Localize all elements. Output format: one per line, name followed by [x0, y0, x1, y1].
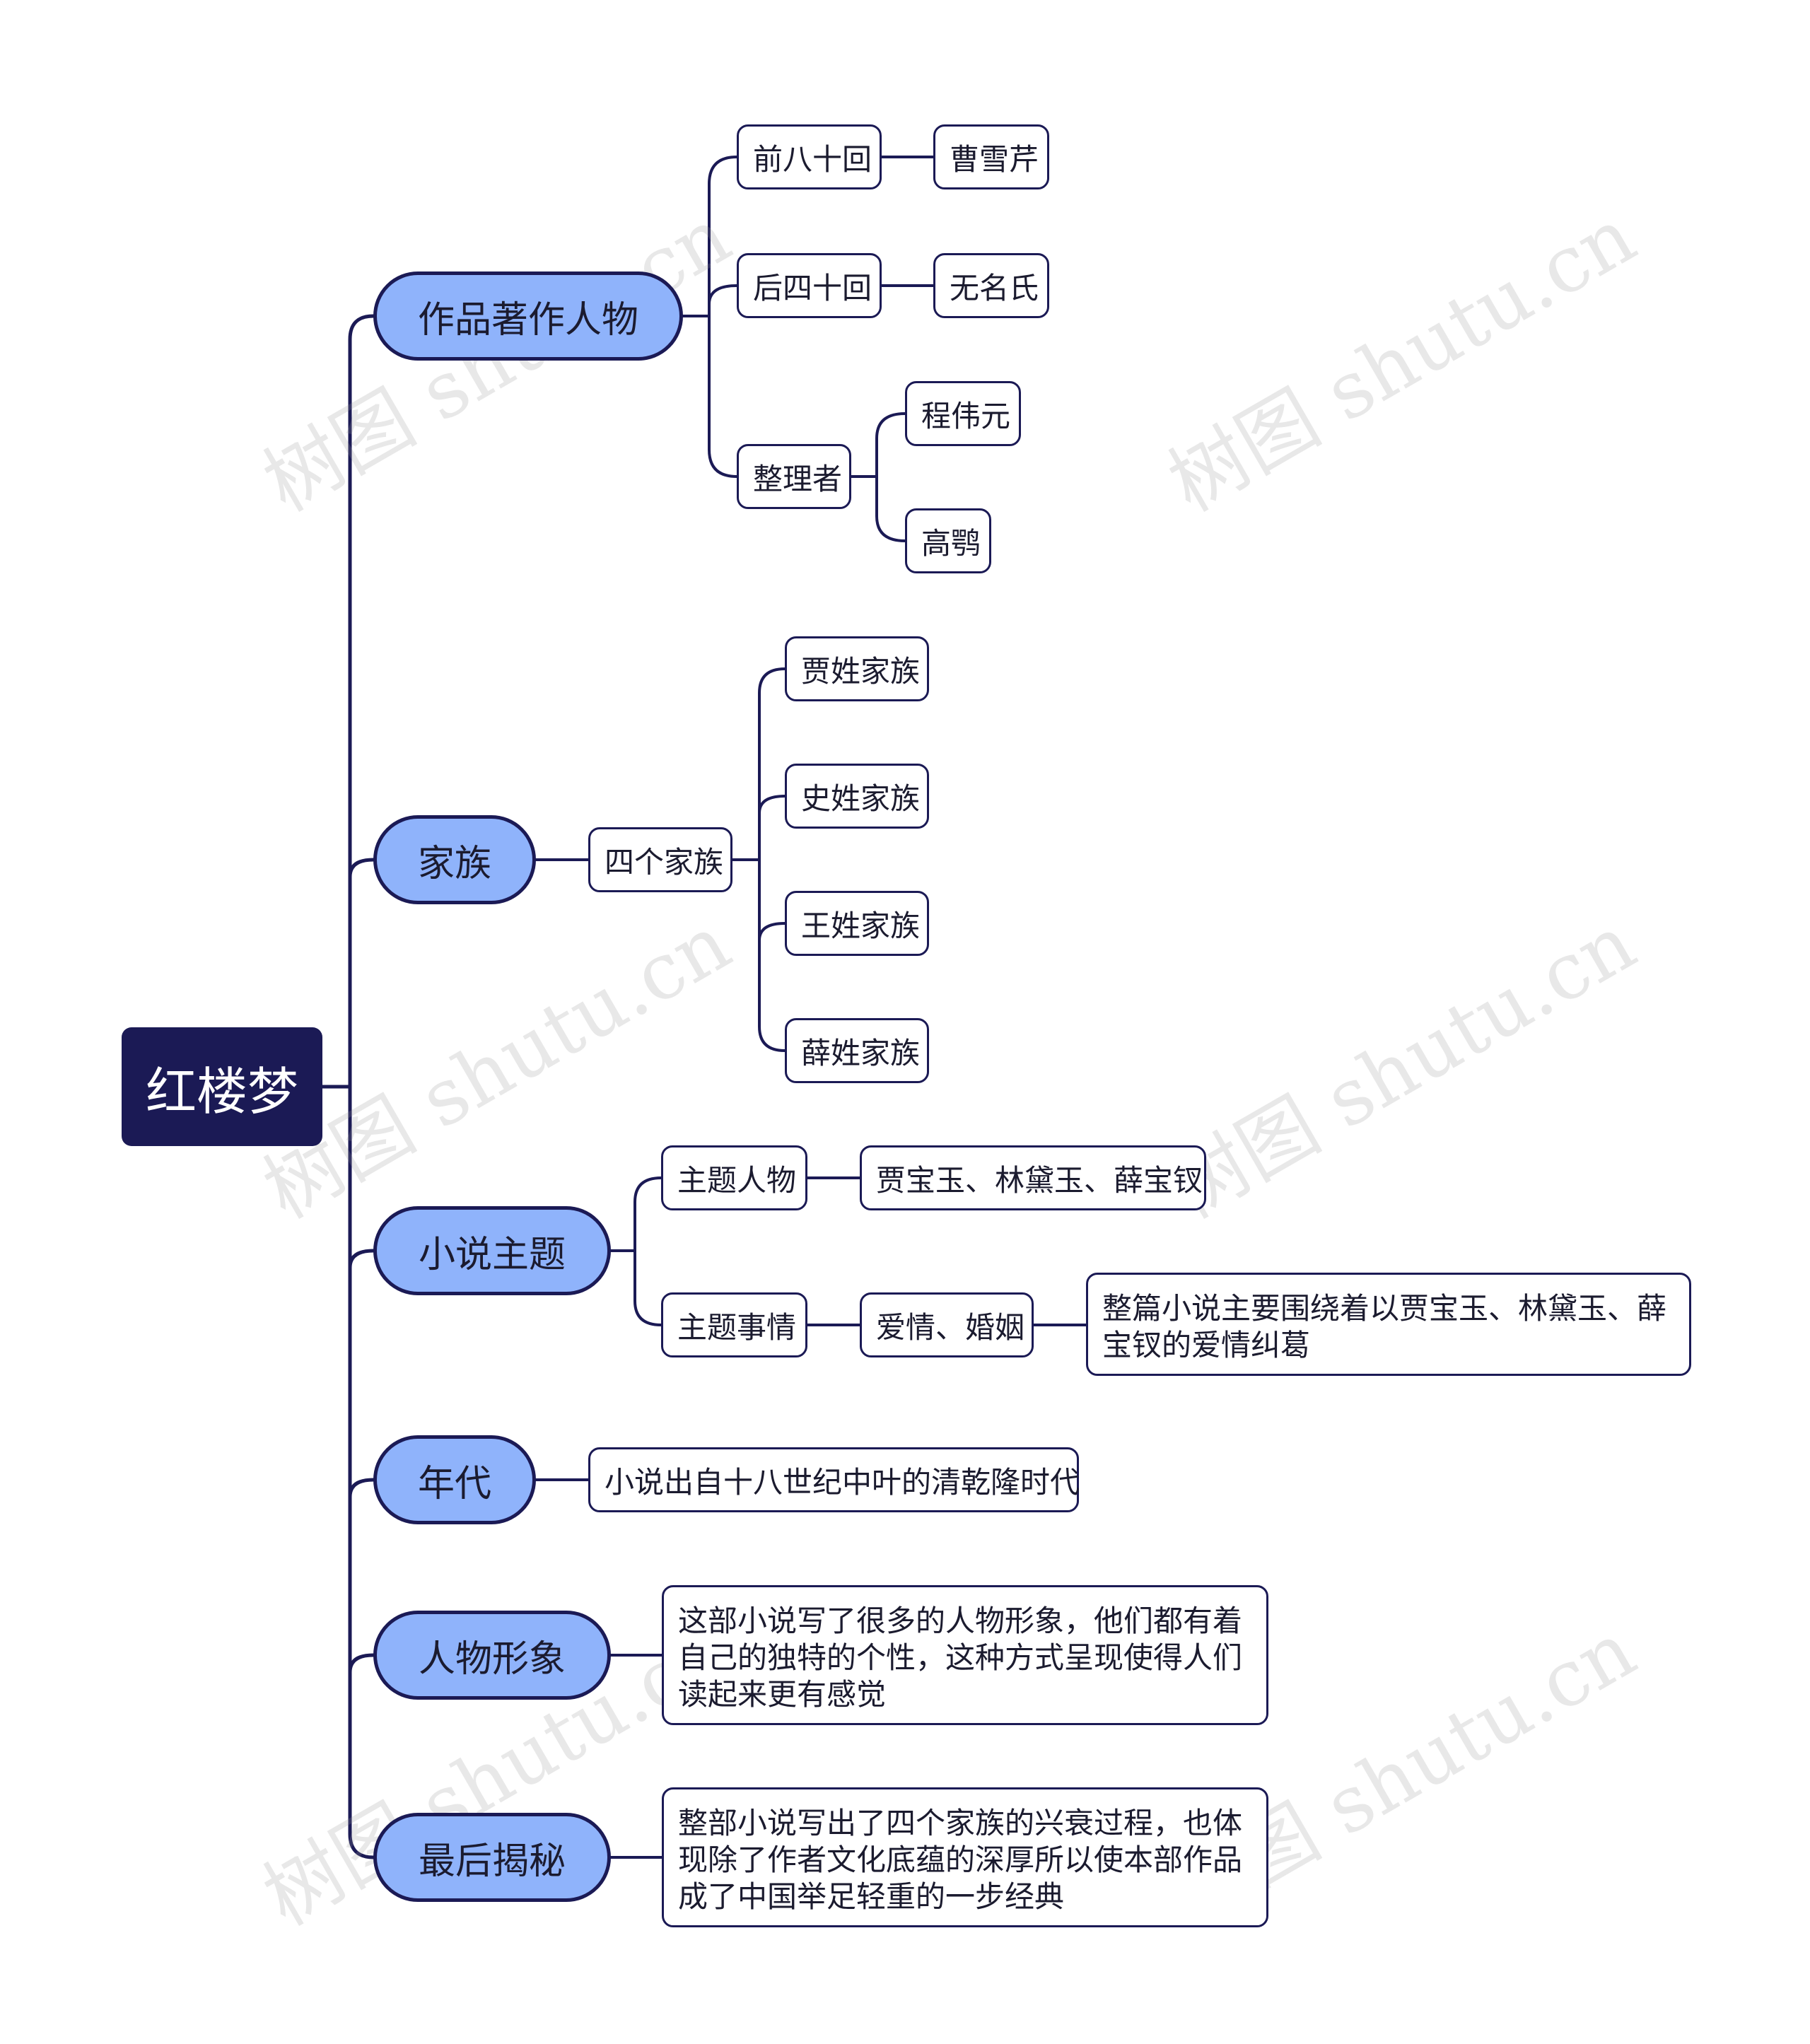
- leaf-xue-family[interactable]: 薛姓家族: [785, 1018, 929, 1083]
- connector-theme: [348, 1249, 375, 1270]
- root-node[interactable]: 红楼梦: [122, 1027, 322, 1146]
- connector-four-fork: [758, 667, 786, 1052]
- connector-trunk: [348, 314, 375, 1859]
- branch-theme[interactable]: 小说主题: [373, 1206, 611, 1295]
- branch-era[interactable]: 年代: [373, 1435, 536, 1524]
- branch-reveal[interactable]: 最后揭秘: [373, 1813, 611, 1902]
- connector-editors-fork: [875, 412, 906, 542]
- leaf-theme-matter[interactable]: 主题事情: [661, 1292, 807, 1357]
- leaf-first80-author[interactable]: 曹雪芹: [933, 124, 1049, 189]
- leaf-last40[interactable]: 后四十回: [737, 253, 882, 318]
- leaf-reveal-desc[interactable]: 整部小说写出了四个家族的兴衰过程，也体现除了作者文化底蕴的深厚所以使本部作品成了…: [662, 1787, 1268, 1927]
- leaf-theme-matter-desc[interactable]: 整篇小说主要围绕着以贾宝玉、林黛玉、薛宝钗的爱情纠葛: [1086, 1273, 1691, 1376]
- connector-characters: [348, 1653, 375, 1674]
- leaf-editor-2[interactable]: 高鹗: [905, 508, 991, 573]
- leaf-first80[interactable]: 前八十回: [737, 124, 882, 189]
- branch-family[interactable]: 家族: [373, 815, 536, 904]
- leaf-characters-desc[interactable]: 这部小说写了很多的人物形象，他们都有着自己的独特的个性，这种方式呈现使得人们读起…: [662, 1585, 1268, 1725]
- connector-family: [348, 858, 375, 879]
- connector-last40: [708, 284, 738, 305]
- leaf-jia-family[interactable]: 贾姓家族: [785, 636, 929, 701]
- leaf-editor-1[interactable]: 程伟元: [905, 381, 1021, 446]
- connector-shi: [758, 795, 786, 814]
- leaf-editors[interactable]: 整理者: [737, 444, 851, 509]
- branch-characters[interactable]: 人物形象: [373, 1611, 611, 1700]
- leaf-theme-people[interactable]: 主题人物: [661, 1145, 807, 1210]
- connector-authors-fork: [708, 156, 738, 478]
- branch-authors[interactable]: 作品著作人物: [373, 271, 683, 361]
- leaf-theme-people-value[interactable]: 贾宝玉、林黛玉、薛宝钗: [860, 1145, 1206, 1210]
- leaf-era-desc[interactable]: 小说出自十八世纪中叶的清乾隆时代: [588, 1447, 1080, 1512]
- connector-wang: [758, 922, 786, 942]
- leaf-wang-family[interactable]: 王姓家族: [785, 891, 929, 956]
- leaf-theme-matter-value[interactable]: 爱情、婚姻: [860, 1292, 1034, 1357]
- leaf-four-families[interactable]: 四个家族: [588, 827, 732, 892]
- connector-theme-fork: [634, 1176, 662, 1326]
- leaf-shi-family[interactable]: 史姓家族: [785, 764, 929, 829]
- leaf-last40-author[interactable]: 无名氏: [933, 253, 1049, 318]
- connector-era: [348, 1478, 375, 1499]
